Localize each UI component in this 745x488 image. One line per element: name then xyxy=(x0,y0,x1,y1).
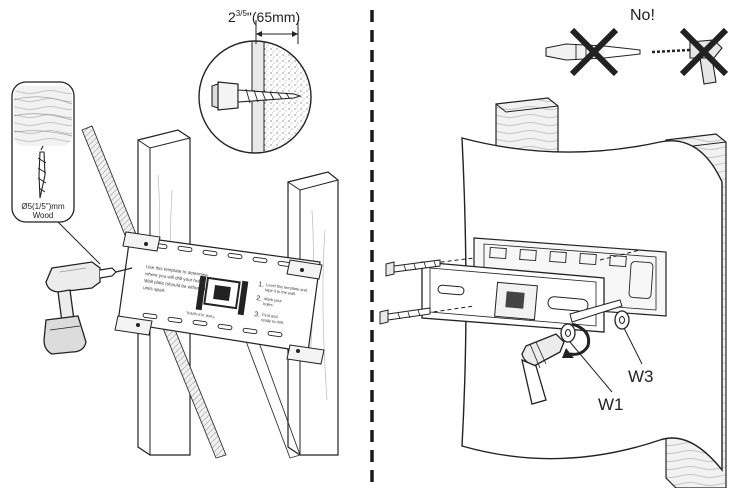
lag-bolt-bottom xyxy=(379,305,475,325)
tape-pieces xyxy=(114,231,325,365)
bracket-center-plate xyxy=(494,281,538,321)
warning-text: No! xyxy=(630,7,655,24)
template-step-3-text-2: ready to drill. xyxy=(261,317,284,325)
template-step-1-text-2: tape it to the wall. xyxy=(265,287,297,296)
depth-suffix: "(65mm) xyxy=(247,9,300,25)
washer-w3-label: W3 xyxy=(628,367,654,386)
washer-w3-icon xyxy=(614,310,630,330)
lag-bolt-top xyxy=(385,257,475,277)
template-sheet: Use this template to determine where you… xyxy=(117,235,321,353)
washer-w1-label: W1 xyxy=(598,395,624,414)
washer-w1-icon xyxy=(560,323,576,343)
power-drill-icon xyxy=(43,261,133,355)
wood-sample-texture xyxy=(14,86,72,146)
drill-crossed-icon xyxy=(651,27,729,85)
wall-anchor-crossed-icon xyxy=(545,27,641,77)
w1-leader-line xyxy=(569,341,613,393)
drill-bit-size-label: Ø5(1/5")mm xyxy=(21,202,65,211)
depth-fraction: 3/5 xyxy=(236,9,248,18)
template-step-2-number: 2. xyxy=(256,295,263,303)
tape-bottom-right xyxy=(286,344,325,365)
template-instruction-line-4: units apart. xyxy=(143,285,166,293)
drill-bit-icon xyxy=(37,145,47,199)
lag-bolts xyxy=(379,249,641,325)
depth-label: 23/5"(65mm) xyxy=(228,9,300,25)
depth-callout: 23/5"(65mm) xyxy=(198,9,312,154)
depth-whole: 2 xyxy=(228,9,236,25)
left-panel: Use this template to determine where you… xyxy=(11,9,339,459)
template-step-1-text: Level this template and xyxy=(266,282,307,293)
tape-top-right xyxy=(286,259,323,280)
template-step-2-text-2: holes. xyxy=(263,301,274,307)
drill-bit-material-label: Wood xyxy=(33,211,54,220)
template-step-1-number: 1. xyxy=(258,281,265,289)
tape-top-left xyxy=(122,231,161,252)
template-step-2-text: Mark your xyxy=(264,296,283,304)
mount-bracket xyxy=(421,261,605,333)
w3-leader-line xyxy=(623,327,643,365)
right-panel: No! xyxy=(379,7,729,488)
drill-bit-callout: Ø5(1/5")mm Wood xyxy=(11,81,101,265)
mark-dots xyxy=(136,242,304,353)
socket-wrench-icon xyxy=(521,333,565,405)
template-step-3-text: Find and xyxy=(262,312,278,319)
tape-bottom-left xyxy=(114,315,153,336)
bracket-silhouette xyxy=(195,275,249,316)
template-footer: TEMPLATE WALL xyxy=(186,311,216,319)
lag-screw-icon xyxy=(211,81,302,111)
lag-bolt-right xyxy=(569,299,623,323)
template-step-3-number: 3. xyxy=(254,311,261,319)
rotation-arrow-icon xyxy=(562,322,591,358)
